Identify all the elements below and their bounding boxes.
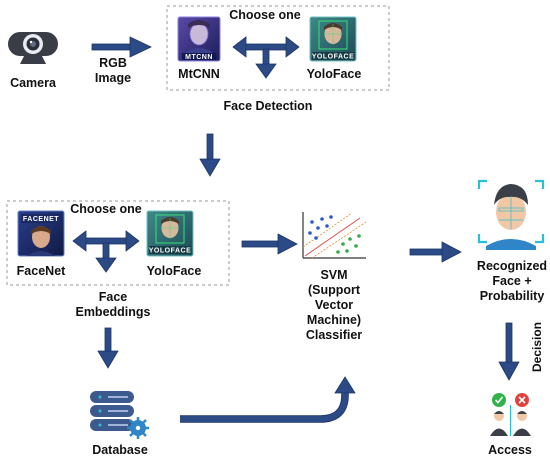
- face-embeddings-group-box: [6, 200, 230, 286]
- arrow-database-to-svm: [180, 376, 356, 423]
- choose-one-label-embeddings: Choose one: [70, 202, 142, 216]
- facenet-label: FaceNet: [16, 264, 66, 278]
- arrow-svm-to-recognized: [409, 241, 462, 263]
- yoloface-embeddings-tile-icon: YOLOFACE: [146, 210, 194, 257]
- decision-label: Decision: [530, 322, 544, 373]
- arrow-camera-to-detection: [91, 36, 152, 58]
- choose-one-connector-detection: [232, 36, 300, 79]
- yoloface-embeddings-label: YoloFace: [146, 264, 202, 278]
- database-server-icon: [90, 391, 149, 439]
- scatter-plot-icon: [302, 212, 367, 259]
- choose-one-label-detection: Choose one: [229, 8, 301, 22]
- access-label: Access: [488, 443, 532, 457]
- facenet-tile-icon: FACENET: [17, 210, 65, 257]
- svm-classifier-label: SVM (Support Vector Machine) Classifier: [305, 268, 363, 342]
- face-embeddings-title: Face Embeddings: [75, 290, 151, 319]
- yoloface-detection-tile-icon: YOLOFACE: [309, 16, 357, 62]
- yoloface-embeddings-tile-text: YOLOFACE: [149, 248, 192, 255]
- mtcnn-label: MtCNN: [178, 67, 220, 81]
- arrow-decision-to-access: [498, 322, 520, 381]
- camera-label: Camera: [10, 76, 56, 90]
- access-users-icon: [490, 393, 531, 436]
- rgb-image-label: RGB Image: [94, 56, 132, 85]
- arrow-embeddings-to-database: [97, 327, 119, 369]
- face-recognition-icon: [477, 179, 545, 250]
- yoloface-detection-label: YoloFace: [306, 67, 362, 81]
- choose-one-connector-embeddings: [72, 230, 140, 273]
- arrow-detection-to-embeddings: [199, 133, 221, 177]
- webcam-icon: [8, 32, 58, 64]
- yoloface-detection-tile-text: YOLOFACE: [312, 54, 355, 61]
- arrow-embeddings-to-svm: [241, 233, 298, 255]
- recognized-face-label: Recognized Face + Probability: [476, 259, 548, 303]
- face-detection-group-box: [166, 5, 390, 91]
- database-label: Database: [92, 443, 148, 457]
- mtcnn-tile-text: MTCNN: [185, 54, 213, 61]
- facenet-tile-text: FACENET: [23, 216, 59, 223]
- mtcnn-tile-icon: MTCNN: [177, 16, 221, 62]
- face-detection-title: Face Detection: [223, 99, 313, 113]
